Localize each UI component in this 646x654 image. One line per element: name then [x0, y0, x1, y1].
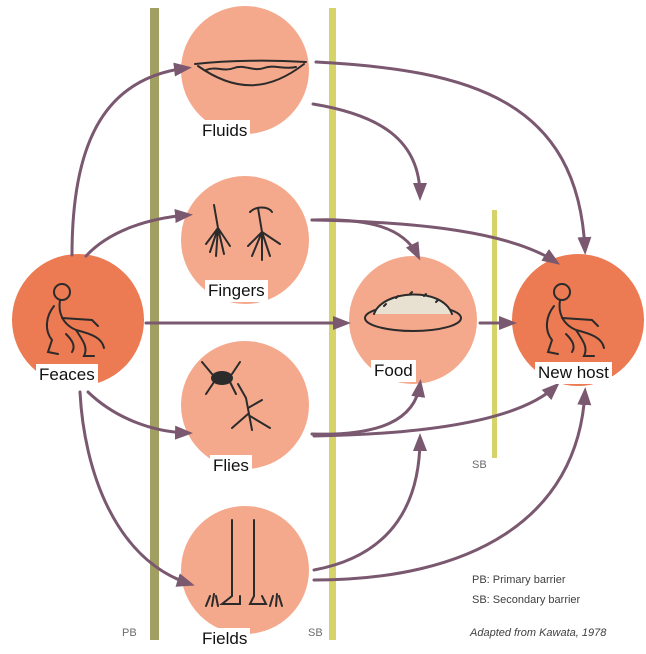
flies-node — [181, 341, 309, 469]
primary-barrier-tag: PB — [122, 627, 137, 639]
secondary-barrier-tag-right: SB — [472, 459, 487, 471]
legend-primary: PB: Primary barrier — [472, 574, 566, 586]
fingers-label: Fingers — [205, 280, 268, 302]
arrow-flies-to-food — [312, 384, 420, 434]
flies-label: Flies — [210, 455, 252, 477]
feaces-label: Feaces — [36, 364, 98, 386]
fields-label: Fields — [199, 628, 250, 650]
secondary-barrier-tag-bottom: SB — [308, 627, 323, 639]
arrow-feaces-to-flies — [88, 392, 188, 433]
new-host-label: New host — [535, 362, 612, 384]
fluids-label: Fluids — [199, 120, 250, 142]
legend-secondary: SB: Secondary barrier — [472, 594, 580, 606]
fields-node — [181, 506, 309, 634]
arrow-fingers-to-new-host — [312, 220, 556, 262]
secondary-barrier-bar-right — [492, 210, 497, 458]
arrow-fields-to-new-host — [314, 392, 585, 580]
food-label: Food — [371, 360, 416, 382]
fluids-node — [181, 6, 309, 134]
arrow-feaces-to-fingers — [86, 215, 188, 256]
arrow-flies-to-new-host — [314, 386, 556, 436]
credit-text: Adapted from Kawata, 1978 — [470, 627, 606, 639]
